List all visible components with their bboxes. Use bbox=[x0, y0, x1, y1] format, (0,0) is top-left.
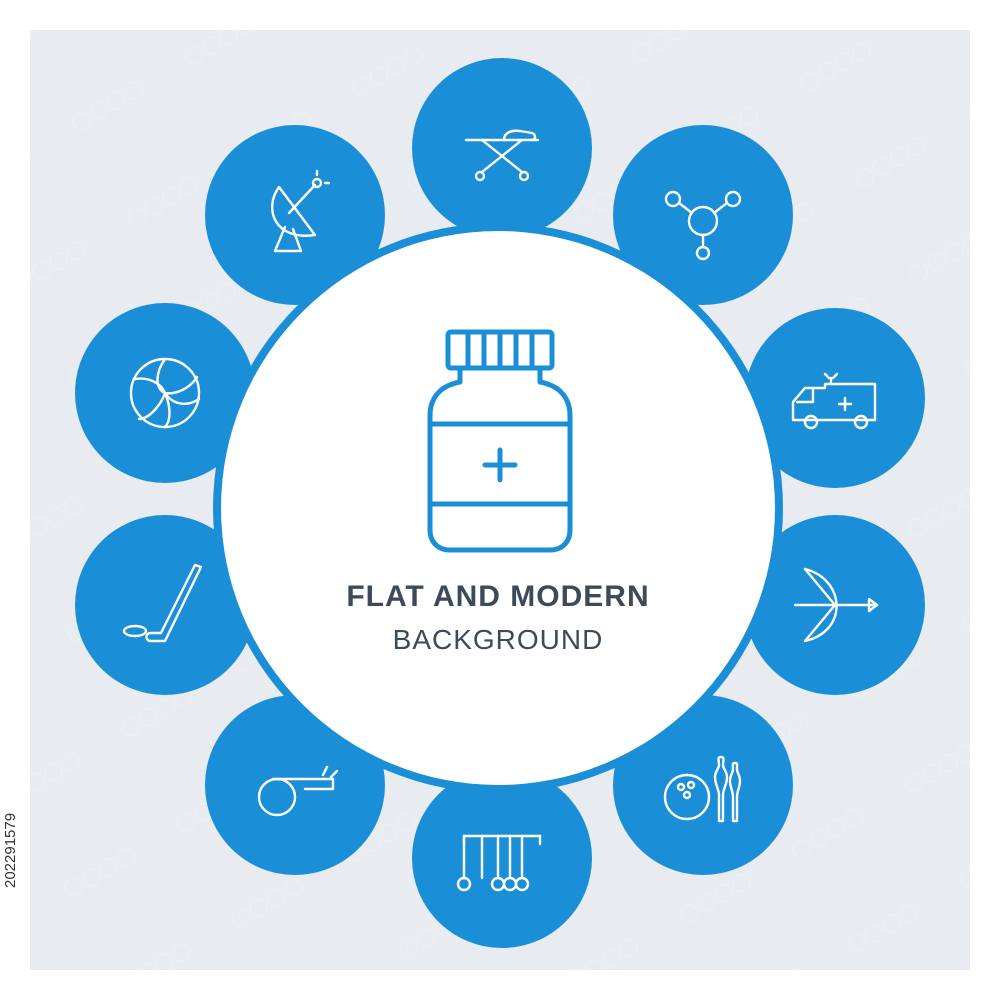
stretcher-bubble bbox=[412, 58, 592, 238]
subline-text: BACKGROUND bbox=[392, 624, 604, 655]
center-circle bbox=[221, 231, 775, 785]
newtons-cradle-bubble bbox=[412, 768, 592, 948]
stretcher-icon bbox=[464, 129, 540, 182]
satellite-dish-icon bbox=[270, 169, 331, 253]
bowling-icon bbox=[663, 755, 742, 823]
hockey-stick-icon bbox=[122, 563, 203, 643]
headline-text: FLAT AND MODERN bbox=[346, 580, 650, 613]
newtons-cradle-icon bbox=[456, 834, 542, 892]
volleyball-icon bbox=[129, 357, 201, 429]
ambulance-icon bbox=[791, 372, 877, 430]
stock-id-text: 202291579 bbox=[2, 812, 19, 888]
molecule-icon bbox=[664, 190, 742, 261]
whistle-icon bbox=[257, 765, 339, 817]
bow-and-arrow-icon bbox=[793, 567, 879, 643]
medicine-bottle-icon bbox=[427, 329, 573, 553]
